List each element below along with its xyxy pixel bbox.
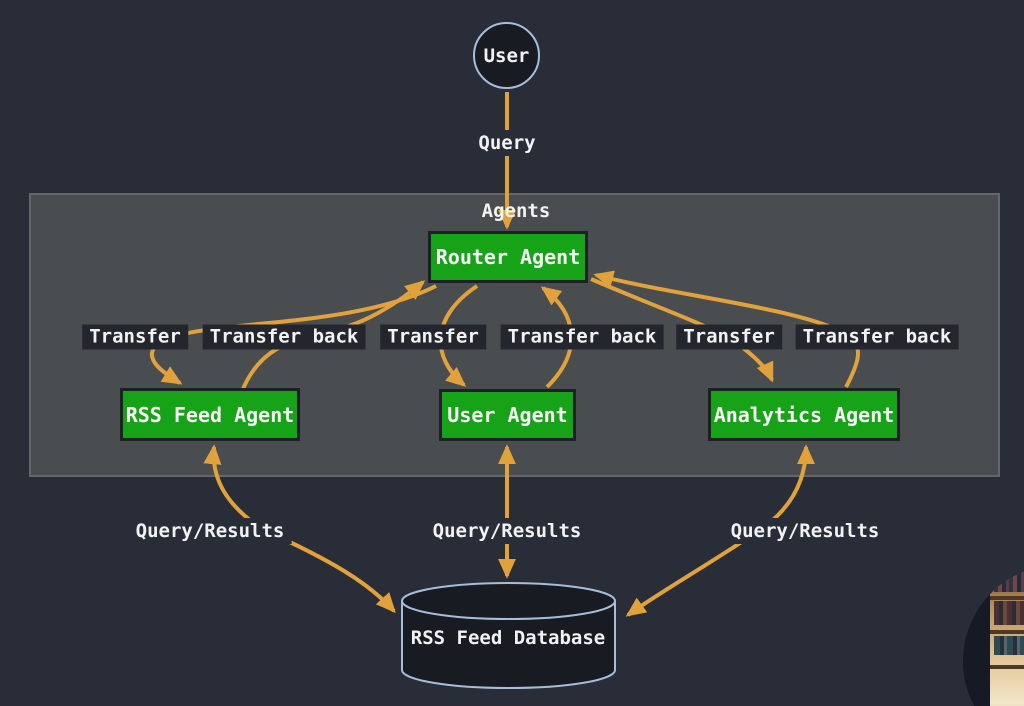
webcam-books-row: [993, 568, 1024, 592]
transfer-arrow-router-to-rss: [150, 284, 437, 385]
user-agent-label: User Agent: [447, 403, 568, 427]
transfer-label-analytics: Transfer: [676, 324, 782, 350]
user-node: User: [473, 22, 540, 89]
database-label: RSS Feed Database: [410, 627, 606, 649]
database-cylinder: [401, 582, 616, 689]
user-node-label: User: [483, 44, 530, 67]
transfer-back-label-analytics: Transfer back: [795, 324, 959, 350]
webcam-shelf-bar: [989, 595, 1024, 600]
agents-group-label: Agents: [481, 200, 551, 222]
analytics-agent-node: Analytics Agent: [708, 388, 900, 441]
webcam-books-row: [993, 636, 1024, 656]
transfer-label-rss: Transfer: [82, 324, 188, 350]
transfer-back-label-user: Transfer back: [500, 324, 664, 350]
query-results-label-user: Query/Results: [425, 518, 589, 544]
webcam-shelf-bar: [989, 664, 1024, 669]
transfer-back-label-rss: Transfer back: [202, 324, 366, 350]
analytics-agent-label: Analytics Agent: [713, 402, 895, 427]
rss-feed-agent-node: RSS Feed Agent: [120, 388, 300, 441]
webcam-shelf-bar: [989, 630, 1024, 635]
query-edge-label: Query: [471, 130, 543, 156]
transfer-back-arrow-analytics-to-router: [593, 270, 860, 388]
query-results-label-rss: Query/Results: [128, 518, 292, 544]
user-agent-node: User Agent: [439, 389, 576, 441]
query-results-label-analytics: Query/Results: [723, 518, 887, 544]
webcam-books-row: [993, 601, 1024, 625]
transfer-label-user: Transfer: [380, 324, 486, 350]
router-agent-node: Router Agent: [428, 231, 588, 283]
rss-feed-agent-label: RSS Feed Agent: [125, 402, 295, 427]
router-agent-label: Router Agent: [435, 245, 581, 269]
